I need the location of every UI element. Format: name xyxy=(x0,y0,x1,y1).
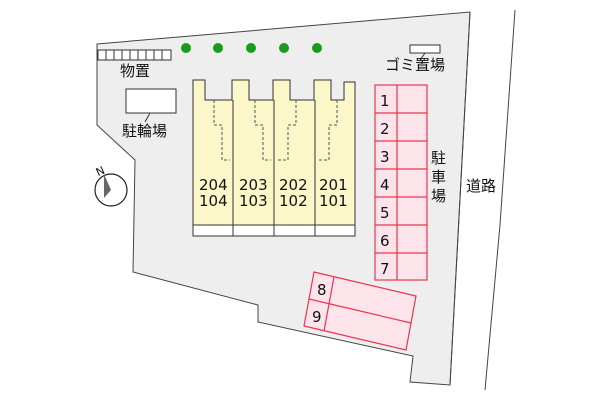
bicycle-leader xyxy=(144,112,151,123)
road-edge-right-lower xyxy=(484,224,501,391)
unit-upper: 203 xyxy=(239,176,268,194)
parking-space-number: 5 xyxy=(380,204,390,222)
parking-space-number: 4 xyxy=(380,176,390,194)
parking-space-number: 3 xyxy=(380,148,390,166)
bicycle-parking-area xyxy=(125,88,177,114)
parking-spaces-vertical xyxy=(374,84,428,281)
parking-spaces-angled xyxy=(303,271,417,351)
north-compass: N xyxy=(94,164,128,207)
tree-icon xyxy=(181,43,191,53)
parking-label-char: 場 xyxy=(431,187,446,205)
unit-lower: 102 xyxy=(279,192,308,210)
parking-space-number: 9 xyxy=(312,308,322,326)
unit-lower: 103 xyxy=(239,192,268,210)
road-edge-right xyxy=(499,9,516,226)
parking-space-number: 7 xyxy=(380,260,390,278)
unit-lower: 101 xyxy=(319,192,348,210)
parking-space-number: 8 xyxy=(317,281,327,299)
tree-icon xyxy=(213,43,223,53)
storage-label: 物置 xyxy=(120,62,150,80)
apartment-building xyxy=(192,79,356,237)
parking-space-number: 6 xyxy=(380,232,390,250)
unit-upper: 201 xyxy=(319,176,348,194)
storage-shed xyxy=(97,49,172,61)
tree-icon xyxy=(246,43,256,53)
trees xyxy=(181,43,322,53)
garbage-bin xyxy=(409,44,441,54)
road-label: 道路 xyxy=(466,177,496,195)
bicycle-label: 駐輪場 xyxy=(122,122,167,140)
road-edge-left xyxy=(449,11,471,386)
parking-space-number: 2 xyxy=(380,120,390,138)
unit-upper: 202 xyxy=(279,176,308,194)
tree-icon xyxy=(279,43,289,53)
tree-icon xyxy=(312,43,322,53)
parking-label-char: 車 xyxy=(431,168,446,186)
unit-upper: 204 xyxy=(199,176,228,194)
garbage-leader xyxy=(419,52,426,61)
unit-lower: 104 xyxy=(199,192,228,210)
parking-label-char: 駐 xyxy=(431,149,446,167)
garbage-label: ゴミ置場 xyxy=(385,56,445,74)
parking-space-number: 1 xyxy=(380,92,390,110)
